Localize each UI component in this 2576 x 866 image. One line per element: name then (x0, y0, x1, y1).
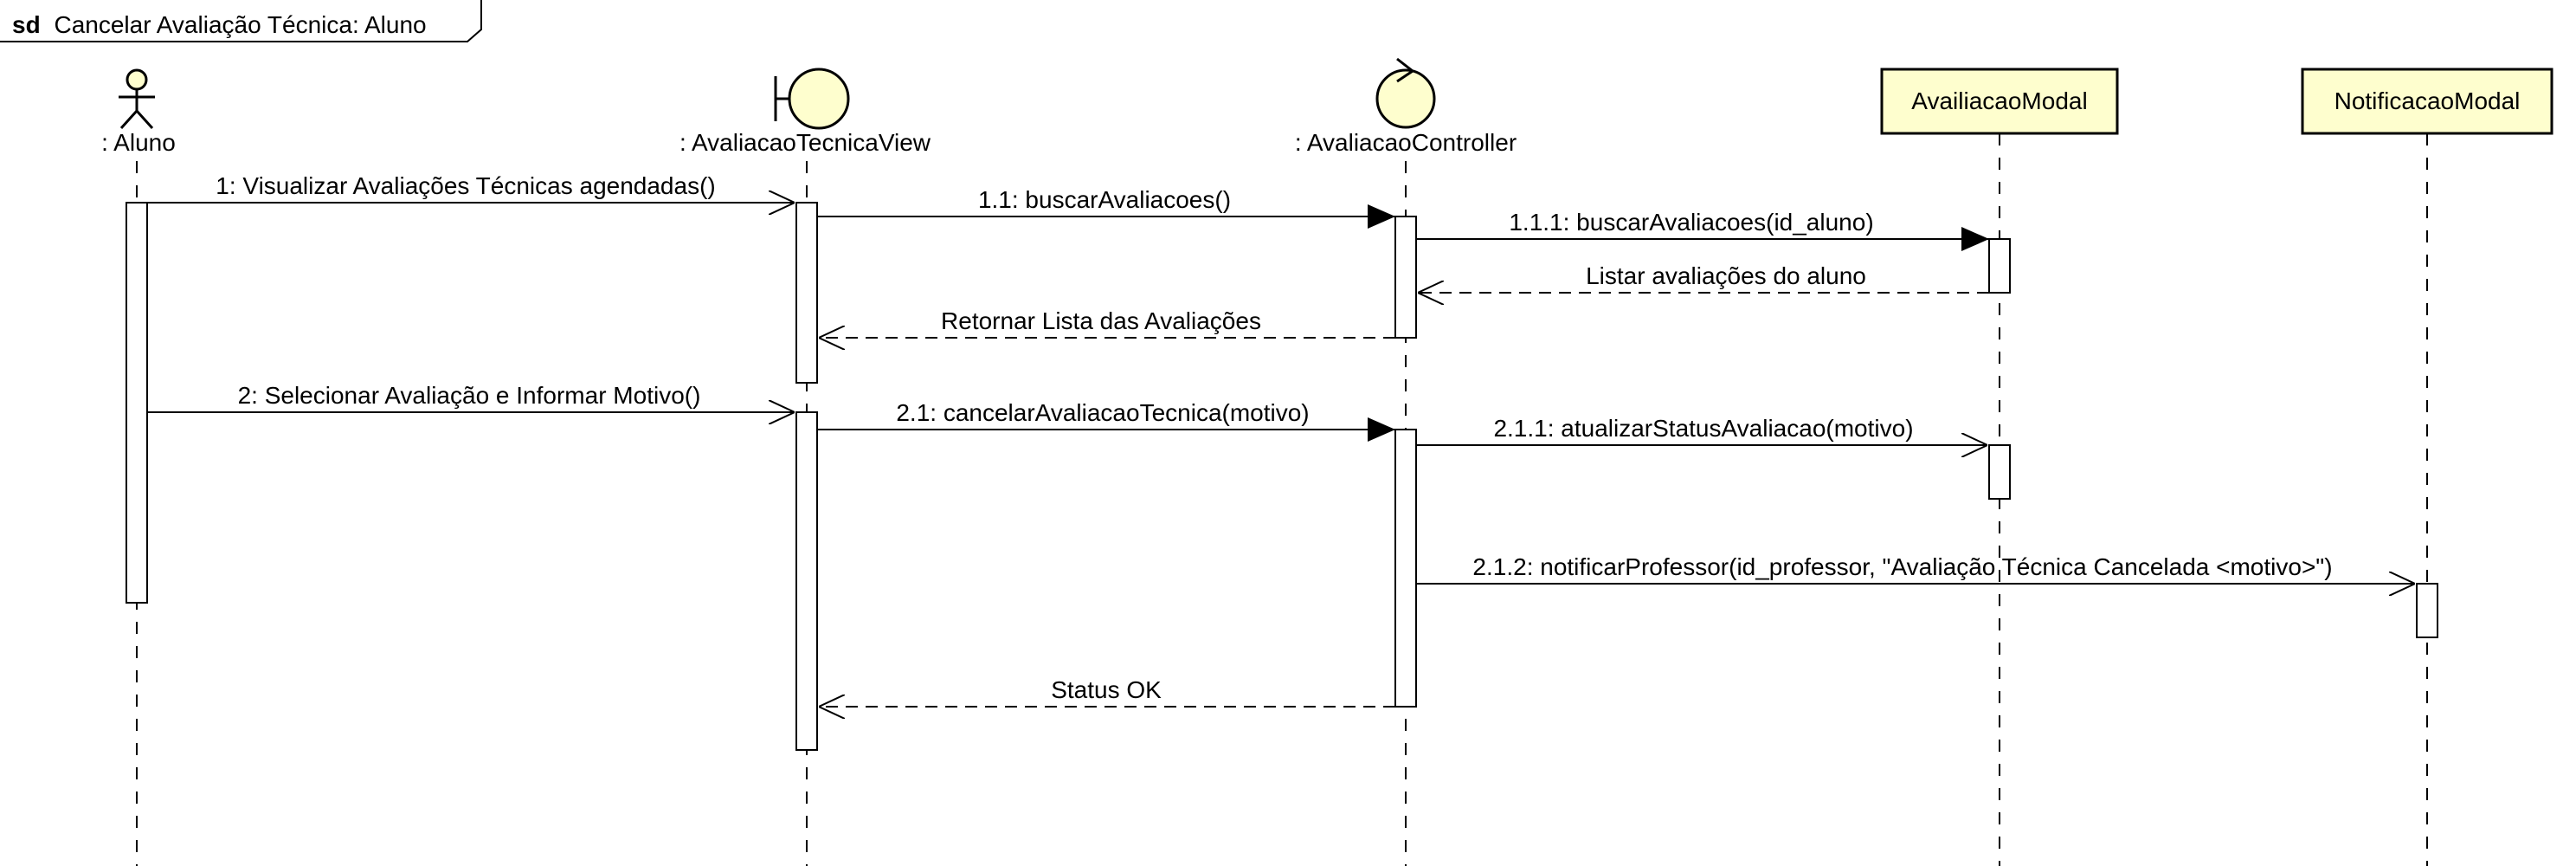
participant-label: NotificacaoModal (2334, 87, 2521, 114)
message-label: Retornar Lista das Avaliações (941, 307, 1261, 334)
activation-bar-aval (1988, 444, 2011, 500)
message-label: 1.1: buscarAvaliacoes() (978, 186, 1231, 213)
participant-label: : AvaliacaoTecnicaView (679, 129, 931, 156)
frame-title: Cancelar Avaliação Técnica: Aluno (54, 11, 426, 38)
participant-box (2301, 68, 2553, 135)
message-return-status[interactable]: Status OK (819, 676, 1395, 707)
participant-label: : Aluno (101, 129, 176, 156)
lifelines (136, 133, 2428, 866)
activation-bar-ctrl (1394, 216, 1417, 339)
message-2-1[interactable]: 2.1: cancelarAvaliacaoTecnica(motivo) (817, 399, 1395, 442)
activation-bar-aluno (126, 202, 148, 604)
activation-bar-view (795, 202, 818, 384)
activation-bar-aval (1988, 238, 2011, 294)
message-label: 1: Visualizar Avaliações Técnicas agenda… (216, 172, 715, 199)
message-label: 2: Selecionar Avaliação e Informar Motiv… (238, 382, 701, 409)
participant-aluno[interactable]: : Aluno (101, 68, 176, 156)
actor-stick-figure-icon (119, 68, 155, 130)
message-1[interactable]: 1: Visualizar Avaliações Técnicas agenda… (147, 172, 795, 203)
message-return-lista[interactable]: Retornar Lista das Avaliações (819, 307, 1395, 338)
message-return-listar[interactable]: Listar avaliações do aluno (1418, 262, 1989, 293)
participant-box (1880, 68, 2119, 135)
frame-keyword: sd (12, 11, 41, 38)
message-2-1-1[interactable]: 2.1.1: atualizarStatusAvaliacao(motivo) (1416, 415, 1987, 445)
message-2[interactable]: 2: Selecionar Avaliação e Informar Motiv… (147, 382, 795, 412)
activation-bars (126, 202, 2438, 751)
participant-view[interactable]: : AvaliacaoTecnicaView (679, 68, 931, 156)
activation-bar-notif (2416, 583, 2438, 638)
message-label: 1.1.1: buscarAvaliacoes(id_aluno) (1509, 209, 1873, 236)
participant-label: : AvaliacaoController (1295, 129, 1517, 156)
message-label: 2.1: cancelarAvaliacaoTecnica(motivo) (896, 399, 1309, 426)
message-1-1[interactable]: 1.1: buscarAvaliacoes() (817, 186, 1395, 229)
message-label: Status OK (1051, 676, 1162, 703)
message-label: Listar avaliações do aluno (1586, 262, 1866, 289)
activation-bar-ctrl (1394, 429, 1417, 708)
message-2-1-2[interactable]: 2.1.2: notificarProfessor(id_professor, … (1416, 553, 2415, 584)
boundary-icon (774, 68, 850, 130)
message-1-1-1[interactable]: 1.1.1: buscarAvaliacoes(id_aluno) (1416, 209, 1989, 251)
interaction-frame: sd Cancelar Avaliação Técnica: Aluno (0, 0, 482, 42)
activation-bar-view (795, 411, 818, 751)
participant-aval[interactable]: AvailiacaoModal (1880, 68, 2119, 135)
frame-border (0, 0, 482, 42)
participant-label: AvailiacaoModal (1911, 87, 2087, 114)
participant-notif[interactable]: NotificacaoModal (2301, 68, 2553, 135)
participant-ctrl[interactable]: : AvaliacaoController (1295, 57, 1517, 156)
message-label: 2.1.2: notificarProfessor(id_professor, … (1472, 553, 2332, 580)
control-icon (1375, 57, 1436, 129)
frame-label: sd Cancelar Avaliação Técnica: Aluno (12, 11, 427, 38)
message-label: 2.1.1: atualizarStatusAvaliacao(motivo) (1493, 415, 1913, 442)
